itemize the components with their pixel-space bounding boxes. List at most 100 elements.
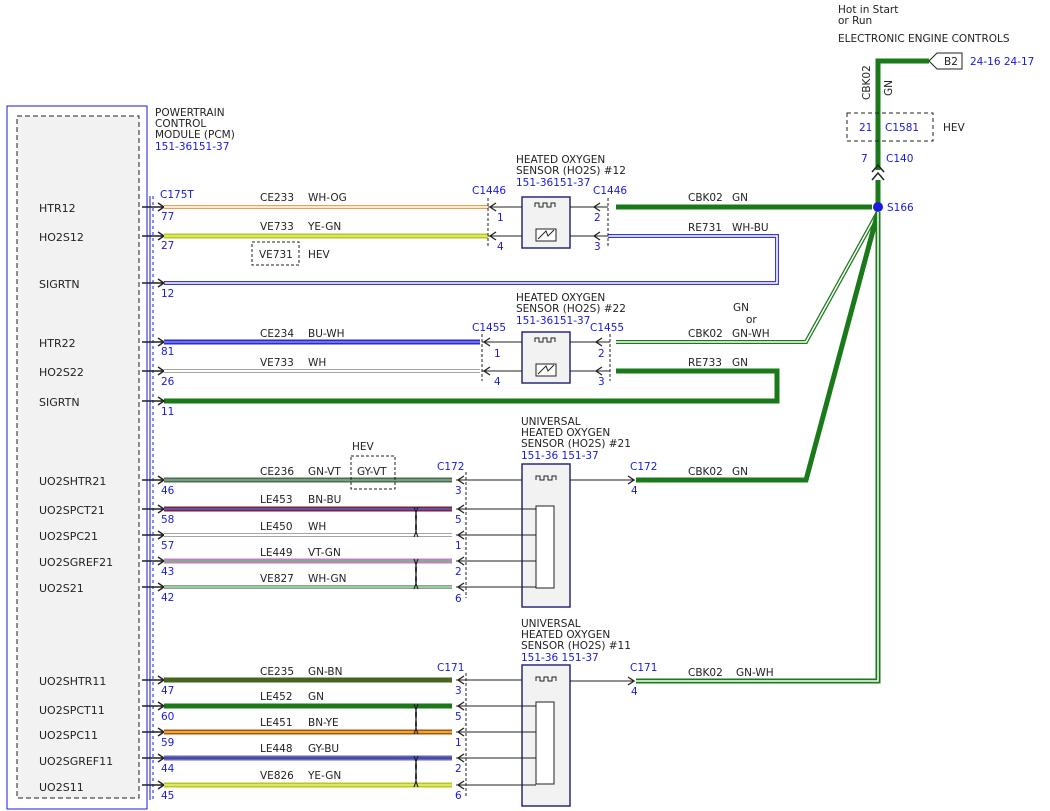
w3-alt2: or xyxy=(746,314,757,326)
c140-arrow-icon xyxy=(871,163,885,173)
s21-pin: 1 xyxy=(455,540,462,552)
w5-circuit: CBK02 xyxy=(688,466,723,478)
wire-cbk02-uo2s11-inner xyxy=(636,212,879,682)
wire-color: GN xyxy=(308,691,324,703)
pin-name: UO2SPCT21 xyxy=(39,504,105,517)
b2-ref[interactable]: 24-16 24-17 xyxy=(970,56,1034,68)
w3-circuit: CBK02 xyxy=(688,328,723,340)
pin-name: HTR22 xyxy=(39,337,76,350)
feed-circuit: CBK02 xyxy=(861,65,873,100)
s11-pin: 1 xyxy=(455,737,462,749)
wire-circuit: CE236 xyxy=(260,466,294,478)
s22-pin: 4 xyxy=(494,376,501,388)
splice-label: S166 xyxy=(887,202,914,214)
pin-number: 59 xyxy=(161,737,174,749)
pin-name: UO2S21 xyxy=(39,582,84,595)
twist-icon xyxy=(413,558,419,590)
pin-number: 27 xyxy=(161,240,174,252)
pcm-ref[interactable]: 151-36151-37 xyxy=(155,141,229,153)
wire-color: BN-YE xyxy=(308,717,339,729)
arrow-icon xyxy=(142,475,166,485)
s12-conn-right: C1446 xyxy=(593,185,627,197)
s12-leads xyxy=(488,206,608,237)
wire-circuit: VE827 xyxy=(260,573,294,585)
wire-circuit: LE453 xyxy=(260,494,293,506)
wire-circuit: VE733 xyxy=(260,221,294,233)
wire-color: WH xyxy=(308,521,326,533)
pin-name: UO2SPCT11 xyxy=(39,704,105,717)
s22-title-1: HEATED OXYGEN xyxy=(516,292,605,304)
sensor-wave-icon xyxy=(537,229,555,240)
s21-leads xyxy=(456,479,634,588)
heater-icon xyxy=(535,475,557,481)
wire-circuit: LE448 xyxy=(260,743,293,755)
s22-pin: 2 xyxy=(598,348,605,360)
sensor-element-icon xyxy=(535,363,557,377)
pcm-title-3: MODULE (PCM) xyxy=(155,129,235,141)
pin-name: HTR12 xyxy=(39,202,76,215)
fuse-title: ELECTRONIC ENGINE CONTROLS xyxy=(838,33,1010,45)
s21-title-3: SENSOR (HO2S) #21 xyxy=(521,438,631,450)
s22-leads xyxy=(482,341,610,372)
w3-color: GN-WH xyxy=(732,328,770,340)
arrow-icon xyxy=(142,366,166,376)
w4-circuit: RE733 xyxy=(688,357,722,369)
w1-circuit: CBK02 xyxy=(688,192,723,204)
wire-circuit: CE234 xyxy=(260,328,294,340)
s21-pin: 3 xyxy=(455,485,462,497)
arrow-icon xyxy=(142,727,166,737)
pin-name: UO2SPC21 xyxy=(39,530,98,543)
pin-name: SIGRTN xyxy=(39,396,80,409)
pin-number: 47 xyxy=(161,685,174,697)
wire-color: VT-GN xyxy=(308,547,341,559)
s22-title-2: SENSOR (HO2S) #22 xyxy=(516,303,626,315)
w2-circuit: RE731 xyxy=(688,222,722,234)
c1581-hev: HEV xyxy=(943,122,966,134)
pin-number: 58 xyxy=(161,514,174,526)
feed-color: GN xyxy=(883,80,895,96)
wire-circuit: VE826 xyxy=(260,770,294,782)
arrow-icon xyxy=(142,337,166,347)
s11-arrows-icon xyxy=(456,675,636,790)
pin-number: 43 xyxy=(161,566,174,578)
wire-color: YE-GN xyxy=(307,770,341,782)
pin-number: 44 xyxy=(161,763,175,775)
c1581-hev-box xyxy=(846,112,934,142)
pin-number: 11 xyxy=(161,406,174,418)
s12-pin: 1 xyxy=(497,212,504,224)
w1-color: GN xyxy=(732,192,748,204)
s21-cell xyxy=(535,505,555,589)
s21-pin: 6 xyxy=(455,593,462,605)
wire-color: WH-GN xyxy=(308,573,346,585)
pin-number: 57 xyxy=(161,540,174,552)
pin-number: 45 xyxy=(161,790,174,802)
twisted-pair-icons xyxy=(413,506,419,788)
w2-color: WH-BU xyxy=(732,222,769,234)
s22-ref[interactable]: 151-36151-37 xyxy=(516,315,590,327)
arrow-icon xyxy=(142,780,166,790)
s12-pin: 3 xyxy=(594,241,601,253)
s11-cell xyxy=(535,701,555,785)
pin-name: UO2SHTR11 xyxy=(39,675,106,688)
s21-ref[interactable]: 151-36 151-37 xyxy=(521,450,599,462)
wire-cbk02-htr22-inner xyxy=(616,211,879,343)
pin-number: 12 xyxy=(161,288,174,300)
s11-pin-right: 4 xyxy=(631,686,638,698)
pin-name: SIGRTN xyxy=(39,278,80,291)
s22-pin: 1 xyxy=(494,348,501,360)
wire-color: BU-WH xyxy=(308,328,345,340)
s12-title-2: SENSOR (HO2S) #12 xyxy=(516,165,626,177)
s12-ref[interactable]: 151-36151-37 xyxy=(516,177,590,189)
s11-ref[interactable]: 151-36 151-37 xyxy=(521,652,599,664)
gyvt-hev-box xyxy=(350,455,396,490)
pcm-outer-box xyxy=(6,105,148,810)
pin-name: UO2S11 xyxy=(39,781,84,794)
pin-number: 46 xyxy=(161,485,175,497)
ve731-label: VE731 xyxy=(259,249,293,261)
s21-conn-right: C172 xyxy=(630,461,657,473)
pin-number: 77 xyxy=(161,211,174,223)
wire-circuit: LE452 xyxy=(260,691,293,703)
s21-pin: 5 xyxy=(455,514,462,526)
heater-icon xyxy=(534,202,556,208)
s21-pin-right: 4 xyxy=(631,485,638,497)
